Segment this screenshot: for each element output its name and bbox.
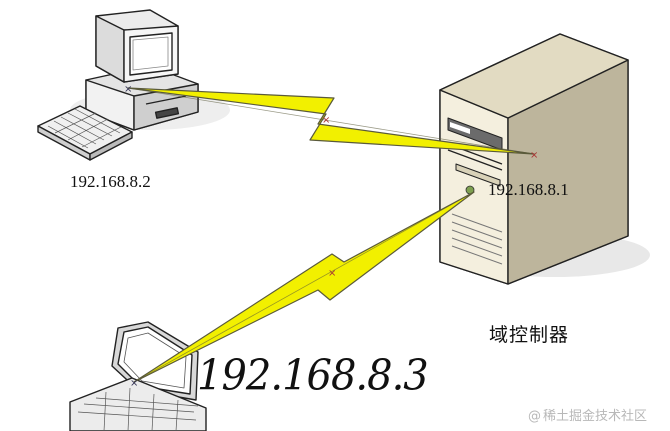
laptop-ip-handwritten-label: 192.168.8.3 — [197, 351, 429, 401]
svg-text:×: × — [322, 115, 330, 126]
watermark: @稀土掘金技术社区 — [528, 405, 647, 424]
domain-controller-label: 域控制器 — [489, 324, 570, 346]
svg-text:×: × — [328, 268, 336, 279]
laptop-icon — [69, 321, 207, 431]
desktop-computer-icon — [37, 9, 199, 161]
lightning-link-laptop-server: × × — [130, 191, 475, 389]
watermark-at-icon: @ — [528, 409, 541, 424]
server-ip-label: 192.168.8.1 — [488, 180, 569, 199]
svg-text:×: × — [130, 378, 138, 389]
desktop-ip-label: 192.168.8.2 — [70, 172, 151, 191]
lightning-link-desktop-server: × × × — [124, 84, 538, 161]
svg-text:×: × — [124, 84, 132, 95]
server-tower-icon — [439, 33, 629, 285]
watermark-text: 稀土掘金技术社区 — [543, 409, 648, 424]
svg-text:×: × — [530, 150, 538, 161]
